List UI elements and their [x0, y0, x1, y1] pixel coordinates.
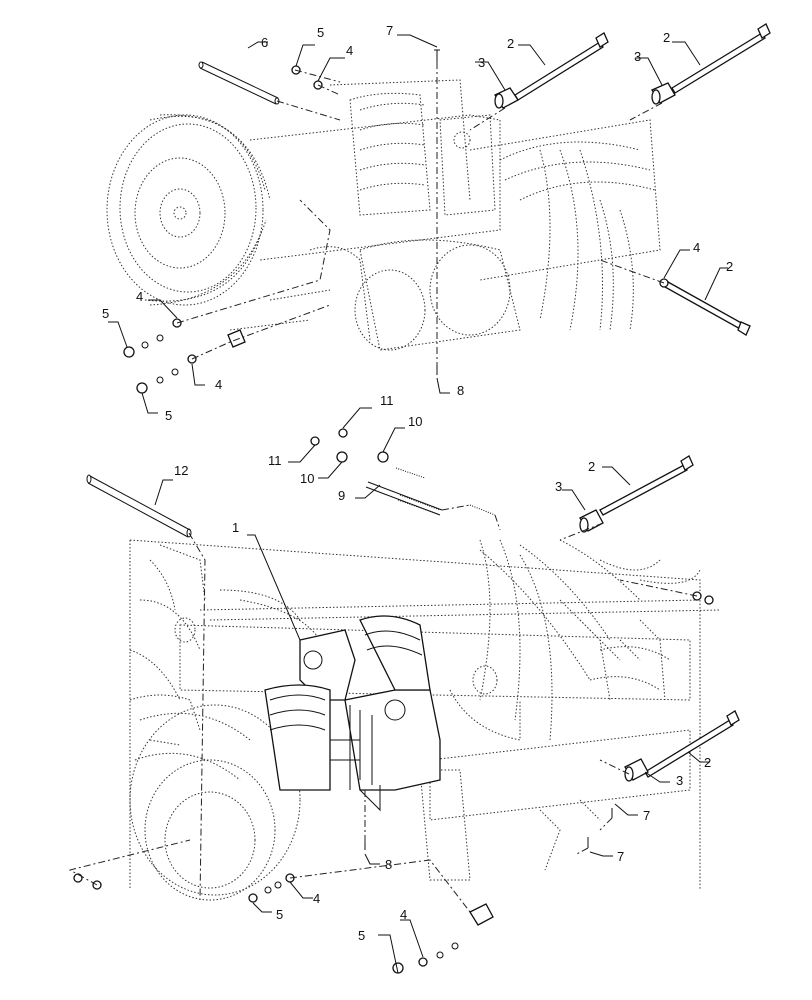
callout-5-bottom-b: 5 — [358, 928, 365, 943]
callout-4-bottom-b: 4 — [400, 907, 407, 922]
callout-4-left-b: 4 — [215, 377, 222, 392]
top-bushings — [494, 82, 676, 109]
callout-12: 12 — [174, 463, 188, 478]
callout-5-left-a: 5 — [102, 306, 109, 321]
top-pin — [198, 61, 280, 105]
callout-7-bottom-b: 7 — [617, 849, 624, 864]
callout-4-bottom-a: 4 — [313, 891, 320, 906]
top-centerlines — [176, 62, 665, 365]
callout-10-left: 10 — [300, 471, 314, 486]
callout-5-left-b: 5 — [165, 408, 172, 423]
bottom-hardware — [73, 428, 714, 974]
callout-4-top: 4 — [346, 43, 353, 58]
bottom-bolts — [599, 455, 740, 778]
callout-3-bottom-b: 3 — [676, 773, 683, 788]
callout-9: 9 — [338, 488, 345, 503]
callout-5-top: 5 — [317, 25, 324, 40]
callout-2-bottom-b: 2 — [704, 755, 711, 770]
top-wheel — [106, 114, 271, 306]
callout-3-top-a: 3 — [478, 55, 485, 70]
callout-2-right: 2 — [726, 259, 733, 274]
callout-4-right: 4 — [693, 240, 700, 255]
top-assembly: 6 5 4 7 3 2 3 2 4 2 4 5 4 5 — [102, 23, 771, 423]
bottom-frame — [129, 539, 721, 890]
callout-11-right: 11 — [380, 393, 394, 408]
bottom-assembly: 11 10 11 10 9 12 1 3 2 3 2 7 7 — [68, 393, 740, 974]
bottom-wheel — [129, 694, 301, 901]
bottom-centerlines — [68, 504, 698, 913]
callout-7-top: 7 — [386, 23, 393, 38]
rod — [365, 467, 496, 516]
callout-3-top-b: 3 — [634, 49, 641, 64]
callout-2-top-b: 2 — [663, 30, 670, 45]
callout-1: 1 — [232, 520, 239, 535]
callout-8-top: 8 — [457, 383, 464, 398]
callout-4-left-a: 4 — [136, 289, 143, 304]
bottom-callouts: 11 10 11 10 9 12 1 3 2 3 2 7 7 — [154, 393, 711, 974]
callout-6: 6 — [261, 35, 268, 50]
top-frame — [229, 79, 661, 351]
top-hardware — [123, 49, 669, 394]
bottom-bushings — [469, 509, 649, 926]
callout-2-top-a: 2 — [507, 36, 514, 51]
top-bolts — [514, 23, 771, 336]
top-callouts: 6 5 4 7 3 2 3 2 4 2 4 5 4 5 — [102, 23, 733, 423]
callout-5-bottom-a: 5 — [276, 907, 283, 922]
main-bracket — [264, 615, 441, 812]
callout-2-bottom-a: 2 — [588, 459, 595, 474]
callout-8-bottom: 8 — [385, 857, 392, 872]
callout-7-bottom-a: 7 — [643, 808, 650, 823]
bottom-pin — [86, 474, 192, 538]
callout-10-right: 10 — [408, 414, 422, 429]
callout-3-bottom-a: 3 — [555, 479, 562, 494]
callout-11-left: 11 — [268, 453, 282, 468]
